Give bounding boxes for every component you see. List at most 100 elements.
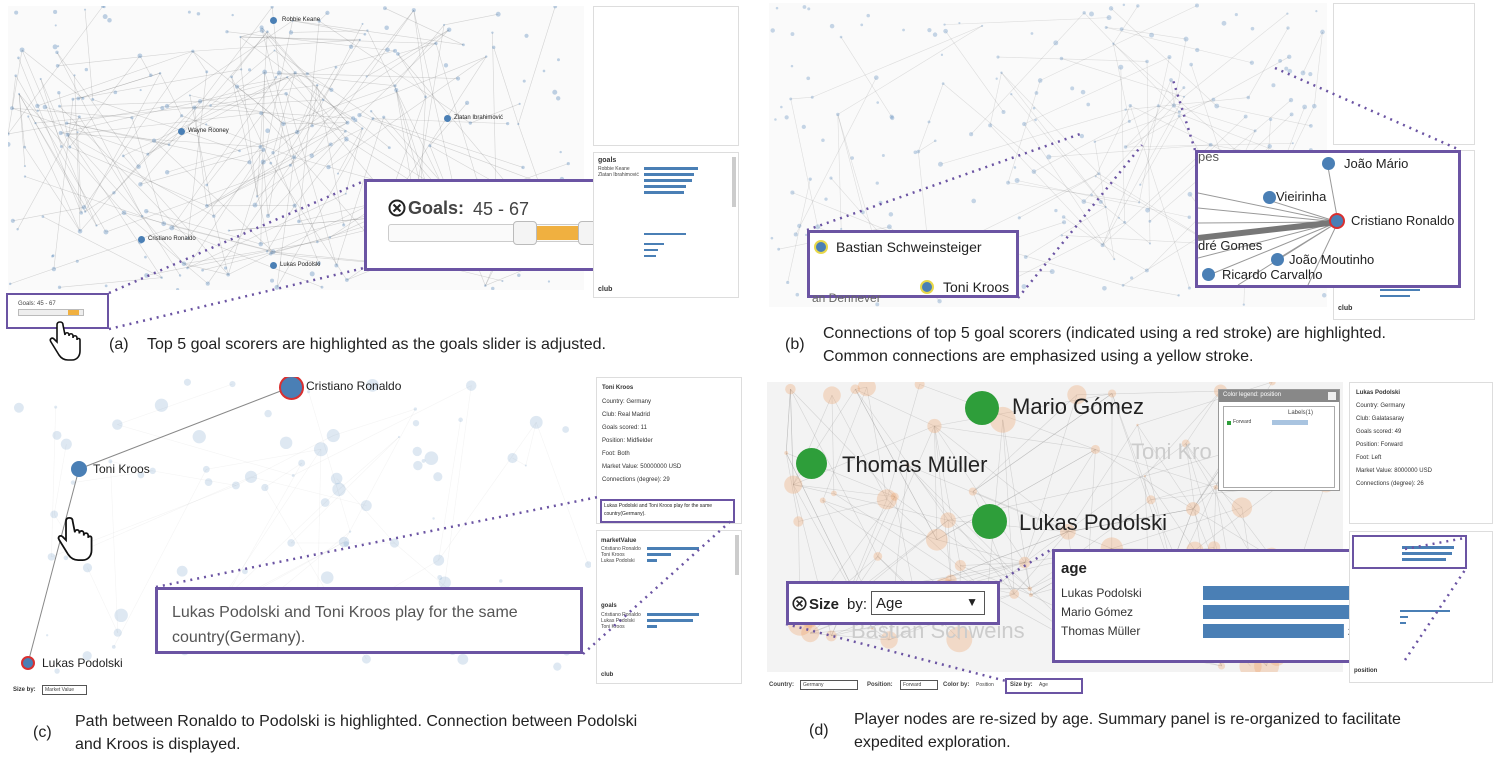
network-node[interactable]: [801, 624, 820, 643]
network-node[interactable]: [45, 634, 49, 637]
network-node[interactable]: [262, 69, 268, 75]
network-node[interactable]: [1104, 205, 1107, 209]
network-node[interactable]: [279, 436, 293, 450]
network-node[interactable]: [23, 165, 26, 168]
network-node[interactable]: [328, 142, 333, 147]
network-node[interactable]: [1097, 172, 1101, 176]
common-connections-callout[interactable]: Bastian Schweinsteiger Toni Kroos an Den…: [807, 230, 1019, 305]
node-ricardo-carvalho[interactable]: [1202, 268, 1215, 281]
network-node[interactable]: [829, 23, 835, 29]
network-node[interactable]: [1136, 423, 1139, 427]
network-node[interactable]: [344, 192, 347, 195]
network-node[interactable]: [161, 221, 167, 227]
network-node[interactable]: [1287, 68, 1293, 74]
network-node[interactable]: [385, 47, 390, 53]
node-lukas-podolski-d[interactable]: [972, 504, 1007, 539]
network-node[interactable]: [101, 6, 105, 8]
network-node[interactable]: [329, 87, 334, 92]
size-by-callout[interactable]: Size by: Age ▼: [786, 581, 1000, 625]
network-node[interactable]: [521, 165, 525, 170]
network-node[interactable]: [777, 247, 781, 251]
network-node[interactable]: [1034, 118, 1037, 122]
network-node[interactable]: [1018, 556, 1031, 569]
network-node[interactable]: [1187, 215, 1191, 219]
network-node[interactable]: [506, 122, 510, 126]
network-node[interactable]: [332, 482, 346, 497]
network-node[interactable]: [784, 115, 789, 120]
network-node[interactable]: [136, 164, 141, 169]
network-node[interactable]: [1028, 593, 1033, 597]
network-node[interactable]: [465, 380, 477, 391]
network-node[interactable]: [522, 79, 526, 83]
network-node[interactable]: [284, 91, 288, 96]
size-by-mini-box[interactable]: Size by: Age: [1005, 678, 1083, 694]
network-node[interactable]: [873, 551, 883, 561]
color-legend-close-icon[interactable]: [1328, 392, 1336, 400]
network-node[interactable]: [202, 465, 210, 473]
network-node[interactable]: [396, 52, 400, 56]
network-node[interactable]: [1286, 26, 1290, 30]
network-node[interactable]: [1053, 40, 1059, 46]
network-node[interactable]: [334, 263, 339, 268]
network-node[interactable]: [1118, 216, 1121, 219]
network-node[interactable]: [1130, 276, 1134, 280]
network-node[interactable]: [187, 10, 191, 14]
network-node[interactable]: [8, 141, 11, 147]
network-node[interactable]: [795, 292, 800, 297]
position-select[interactable]: Forward: [900, 680, 938, 690]
network-node[interactable]: [363, 32, 367, 36]
network-node[interactable]: [1127, 119, 1131, 123]
network-node[interactable]: [1006, 180, 1011, 185]
network-node[interactable]: [547, 280, 551, 283]
network-node[interactable]: [886, 224, 892, 230]
network-node[interactable]: [1121, 283, 1125, 287]
network-node[interactable]: [927, 418, 942, 434]
network-node[interactable]: [16, 228, 19, 231]
network-node[interactable]: [27, 115, 30, 118]
network-node[interactable]: [1022, 121, 1027, 127]
network-node[interactable]: [137, 53, 143, 59]
network-node[interactable]: [77, 115, 81, 119]
network-node[interactable]: [192, 105, 197, 110]
network-node[interactable]: [295, 129, 300, 135]
network-node[interactable]: [518, 102, 521, 105]
country-select[interactable]: Germany: [800, 680, 858, 690]
size-by-select-d[interactable]: Age ▼: [871, 591, 985, 615]
network-node[interactable]: [54, 405, 58, 409]
summary-scrollbar[interactable]: [732, 157, 736, 207]
network-node[interactable]: [1221, 20, 1227, 26]
network-node[interactable]: [1156, 104, 1160, 108]
network-node[interactable]: [971, 198, 977, 204]
network-node[interactable]: [292, 155, 297, 160]
network-node[interactable]: [1177, 110, 1181, 114]
network-node[interactable]: [1302, 104, 1307, 110]
network-node[interactable]: [1017, 216, 1021, 220]
network-node[interactable]: [65, 121, 69, 125]
network-node[interactable]: [969, 132, 974, 137]
network-node[interactable]: [55, 63, 60, 68]
network-node[interactable]: [84, 8, 87, 11]
network-node[interactable]: [1177, 294, 1180, 297]
network-node[interactable]: [413, 460, 423, 471]
network-node[interactable]: [464, 100, 470, 106]
network-node[interactable]: [73, 74, 76, 77]
network-node[interactable]: [57, 45, 60, 48]
network-node[interactable]: [413, 407, 418, 411]
network-node[interactable]: [84, 67, 89, 72]
network-node[interactable]: [790, 64, 794, 68]
network-node[interactable]: [82, 651, 92, 661]
network-node[interactable]: [54, 24, 57, 27]
network-node[interactable]: [270, 6, 274, 9]
network-node[interactable]: [1108, 6, 1114, 11]
network-node[interactable]: [258, 241, 264, 247]
network-node[interactable]: [205, 204, 209, 208]
network-node[interactable]: [1187, 191, 1193, 197]
network-node[interactable]: [293, 71, 297, 75]
network-node[interactable]: [1268, 382, 1276, 386]
network-node[interactable]: [1187, 286, 1191, 290]
network-node[interactable]: [491, 286, 495, 290]
network-node[interactable]: [412, 419, 420, 427]
network-node[interactable]: [793, 232, 798, 237]
network-node[interactable]: [144, 208, 149, 214]
network-node[interactable]: [876, 489, 898, 510]
